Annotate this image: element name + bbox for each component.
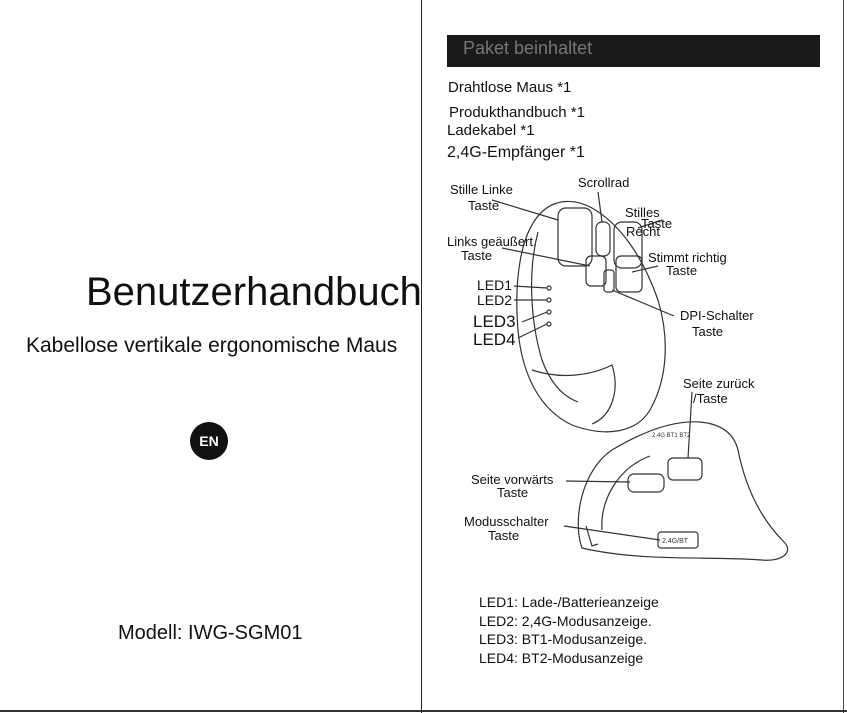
ok-button-shape [615, 255, 643, 293]
callout-silent-left: Stille Linke [450, 182, 513, 197]
callout-scroll-wheel: Scrollrad [578, 175, 630, 190]
callout-silent-left-key: Taste [468, 198, 500, 213]
forward-button-shape [585, 255, 607, 287]
led-legend-item: LED2: 2,4G-Modusanzeige. [479, 612, 652, 629]
package-item: Drahtlose Maus *1 [448, 79, 572, 96]
callout-silent-right: Stilles [625, 205, 660, 220]
model-number: Modell: IWG-SGM01 [118, 622, 303, 644]
mouse-label-top: 2.4G BT1 BT2 [652, 433, 691, 439]
callout-led1: LED1 [477, 277, 513, 293]
callout-mode-switch: Modusschalter [464, 514, 549, 529]
callout-dpi-switch-key: Taste [692, 324, 724, 339]
callout-mode-switch-key: Taste [488, 528, 520, 543]
language-badge: EN [190, 422, 228, 460]
package-item: 2,4G-Empfänger *1 [447, 144, 585, 161]
dpi-button-shape [603, 269, 615, 293]
callout-right-ok-key: Taste [666, 263, 698, 278]
mouse-side-inner [601, 455, 651, 531]
led-legend: LED1: Lade-/Batterieanzeige LED2: 2,4G-M… [479, 593, 659, 667]
mouse-diagram: 2.4G BT1 BT2 2.4G/BT [491, 191, 789, 561]
mouse-top-inner [531, 231, 579, 403]
back-button-shape [667, 457, 703, 481]
package-header-text: Paket beinhaltet [463, 38, 593, 58]
callout-led3: LED3 [473, 312, 516, 331]
package-header-bar: Paket beinhaltet [447, 35, 820, 67]
page-divider [421, 0, 422, 713]
callout-left-forward-key: Taste [461, 248, 493, 263]
mouse-label-switch: 2.4G/BT [662, 538, 689, 545]
callout-page-back: Seite zurück [683, 376, 755, 391]
mouse-top-body [516, 200, 666, 433]
package-item: Produkthandbuch *1 [449, 104, 585, 121]
mouse-thumb-rest [531, 364, 616, 425]
callout-left-forward: Links geäußert. [447, 234, 537, 249]
right-button-shape [613, 221, 643, 269]
callout-silent-right-key: Taste [641, 216, 673, 231]
scroll-wheel-shape [595, 221, 611, 257]
callout-page-forward: Seite vorwärts [471, 472, 554, 487]
receiver-stub [585, 525, 599, 547]
callout-page-forward-key: Taste [497, 485, 529, 500]
side-forward-button-shape [627, 473, 665, 493]
mouse-side-body [577, 421, 789, 561]
callout-dpi-switch: DPI-Schalter [680, 308, 754, 323]
callout-silent-right-side: Recht [626, 224, 660, 239]
led-legend-item: LED1: Lade-/Batterieanzeige [479, 594, 659, 610]
manual-subtitle: Kabellose vertikale ergonomische Maus [26, 334, 398, 357]
bottom-edge-line [0, 710, 847, 712]
callout-led4: LED4 [473, 330, 516, 349]
left-button-shape [557, 207, 593, 267]
led-legend-item: LED4: BT2-Modusanzeige [479, 649, 644, 666]
callout-right-ok: Stimmt richtig [648, 250, 727, 265]
led-legend-item: LED3: BT1-Modusanzeige. [479, 631, 648, 647]
callout-led2: LED2 [477, 292, 513, 308]
manual-title: Benutzerhandbuch [86, 270, 422, 314]
callout-page-back-key: /Taste [693, 391, 728, 406]
right-edge-line [843, 0, 844, 713]
package-item: Ladekabel *1 [447, 122, 535, 139]
